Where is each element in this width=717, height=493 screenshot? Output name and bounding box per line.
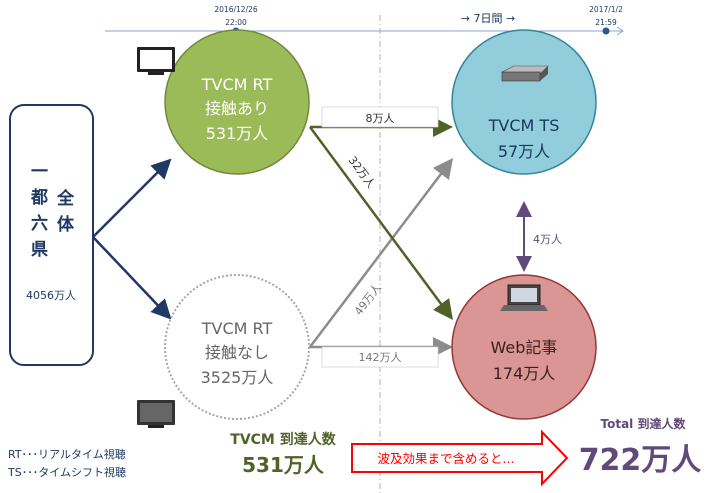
span-label: → 7日間 → [461,12,515,25]
ts-value: 57万人 [498,142,550,161]
node-ts: TVCM TS 57万人 [451,29,597,175]
arrow-to-rt-yes [92,158,172,238]
flow-ts-web: 4万人 [533,233,562,246]
timeline-end-dot [602,27,610,35]
legend-ts: TS･･･タイムシフト視聴 [7,465,126,479]
arrow-rt-yes-to-web [308,126,453,321]
web-title: Web記事 [491,338,558,357]
node-rt-yes: TVCM RT 接触あり 531万人 [164,29,310,175]
flow-rt-yes-to-ts: 8万人 [366,112,395,125]
tvcm-reach-label: TVCM 到達人数 [230,431,336,448]
rt-yes-title: TVCM RT [201,75,273,94]
rt-yes-value: 531万人 [206,124,269,143]
flow-rt-no-to-web: 142万人 [359,351,402,364]
callout-text: 波及効果まで含めると... [378,451,515,466]
tvcm-reach-value: 531万人 [242,453,325,477]
population-box: 全体 4056万人 [9,104,94,366]
start-time: 22:00 [225,18,247,27]
arrow-rt-no-to-ts [309,158,454,348]
end-date: 2017/1/2 [589,5,623,14]
population-value: 4056万人 [26,289,76,302]
start-date: 2016/12/26 [214,5,257,14]
callout-arrow: 波及効果まで含めると... [351,429,569,487]
laptop-icon [500,284,548,311]
node-web: Web記事 174万人 [451,274,597,420]
total-reach-value: 722万人 [579,443,702,478]
arrow-to-rt-no [92,236,172,320]
tv-icon [137,400,175,428]
node-rt-no: TVCM RT 接触なし 3525万人 [164,274,310,420]
rt-yes-subtitle: 接触あり [205,99,269,118]
rt-no-subtitle: 接触なし [205,343,269,362]
rt-no-value: 3525万人 [201,368,274,387]
population-label-col2: 全体 [56,188,75,235]
tv-icon [137,47,175,75]
total-reach-label: Total 到達人数 [601,416,687,431]
legend-rt: RT･･･リアルタイム視聴 [8,447,126,461]
recorder-icon [500,65,549,82]
end-time: 21:59 [595,18,617,27]
web-value: 174万人 [493,364,556,383]
ts-title: TVCM TS [488,116,560,135]
rt-no-title: TVCM RT [201,319,273,338]
flow-rt-yes-to-web: 32万人 [346,154,378,191]
population-label-col1: 一都六県 [27,162,47,266]
